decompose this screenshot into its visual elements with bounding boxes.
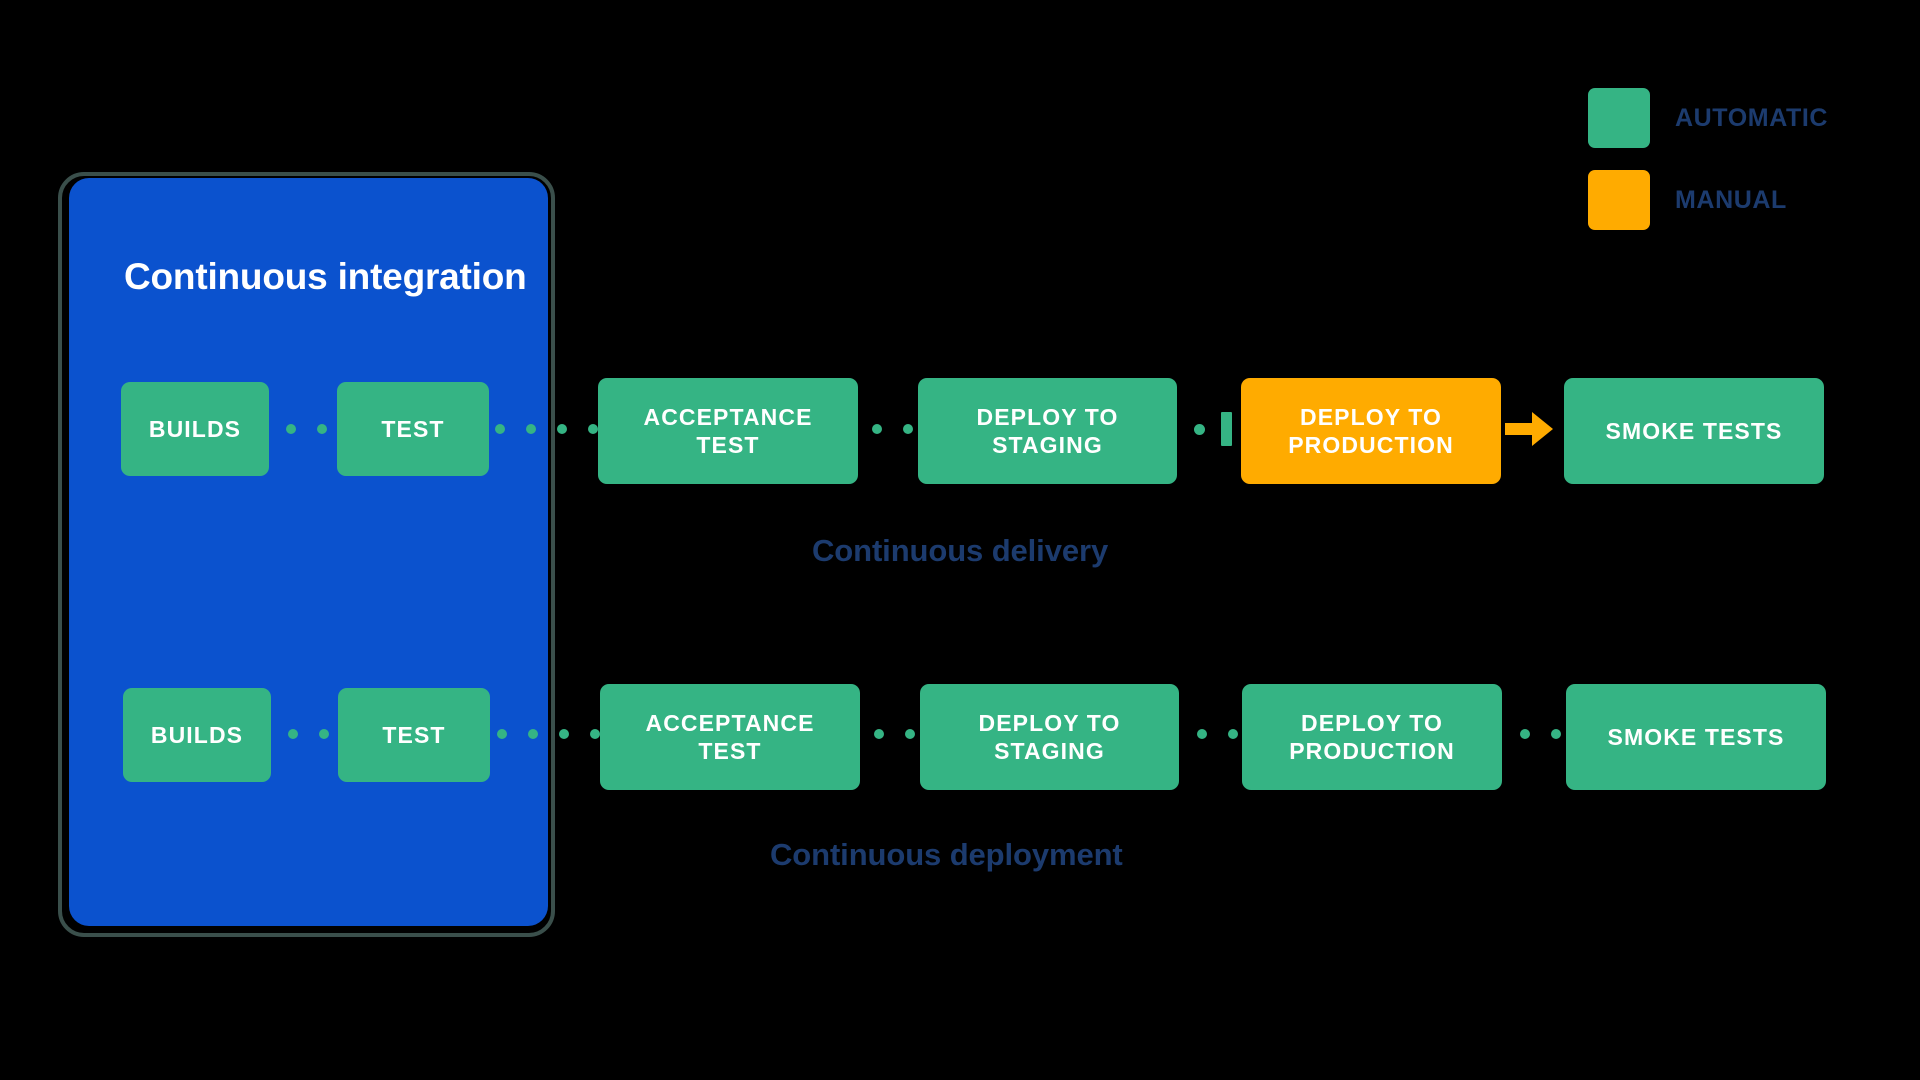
stage-label: ACCEPTANCE TEST [643, 403, 813, 458]
ci-panel-outline [58, 172, 555, 937]
legend-label-automatic: AUTOMATIC [1675, 103, 1829, 132]
stage-deploy-to-staging-row1[interactable]: DEPLOY TO STAGING [918, 378, 1177, 484]
dot [1551, 729, 1561, 739]
legend: AUTOMATIC MANUAL [1588, 88, 1828, 230]
dot [288, 729, 298, 739]
stage-deploy-to-production-row2[interactable]: DEPLOY TO PRODUCTION [1242, 684, 1502, 790]
dot [905, 729, 915, 739]
stage-deploy-to-production-row1[interactable]: DEPLOY TO PRODUCTION [1241, 378, 1501, 484]
stage-test-row1[interactable]: TEST [337, 382, 489, 476]
stage-label: BUILDS [150, 721, 244, 748]
automatic-swatch-icon [1588, 88, 1650, 148]
dot [874, 729, 884, 739]
stage-label: DEPLOY TO PRODUCTION [1289, 709, 1455, 764]
continuous-integration-panel [69, 178, 548, 926]
stage-label: DEPLOY TO PRODUCTION [1288, 403, 1454, 458]
dot [588, 424, 598, 434]
stage-label: SMOKE TESTS [1607, 723, 1785, 750]
stage-builds-row1[interactable]: BUILDS [121, 382, 269, 476]
dot [286, 424, 296, 434]
stage-label: DEPLOY TO STAGING [978, 709, 1121, 764]
stage-builds-row2[interactable]: BUILDS [123, 688, 271, 782]
dot [590, 729, 600, 739]
dot [1197, 729, 1207, 739]
legend-label-manual: MANUAL [1675, 185, 1787, 214]
dot [319, 729, 329, 739]
dot [1520, 729, 1530, 739]
dot [528, 729, 538, 739]
stage-acceptance-test-row2[interactable]: ACCEPTANCE TEST [600, 684, 860, 790]
manual-swatch-icon [1588, 170, 1650, 230]
ci-panel-title: Continuous integration [124, 256, 527, 297]
gate-dot-icon [1194, 423, 1205, 435]
caption-continuous-delivery: Continuous delivery [812, 533, 1109, 568]
legend-item-automatic: AUTOMATIC [1588, 88, 1828, 148]
stage-smoke-tests-row2[interactable]: SMOKE TESTS [1566, 684, 1826, 790]
stage-label: TEST [382, 721, 446, 748]
stage-test-row2[interactable]: TEST [338, 688, 490, 782]
right-arrow-icon [1505, 412, 1553, 446]
dot [903, 424, 913, 434]
dot [1228, 729, 1238, 739]
dot [526, 424, 536, 434]
gate-bar-icon [1221, 412, 1232, 446]
stage-acceptance-test-row1[interactable]: ACCEPTANCE TEST [598, 378, 858, 484]
dot [317, 424, 327, 434]
stage-label: SMOKE TESTS [1605, 417, 1783, 444]
stage-label: TEST [381, 415, 445, 442]
caption-continuous-deployment: Continuous deployment [770, 837, 1123, 872]
legend-item-manual: MANUAL [1588, 170, 1828, 230]
stage-smoke-tests-row1[interactable]: SMOKE TESTS [1564, 378, 1824, 484]
dot [495, 424, 505, 434]
stage-label: BUILDS [148, 415, 242, 442]
dot [872, 424, 882, 434]
arrow-production-to-smoke-row1 [1505, 412, 1553, 446]
dot [559, 729, 569, 739]
dot [557, 424, 567, 434]
stage-deploy-to-staging-row2[interactable]: DEPLOY TO STAGING [920, 684, 1179, 790]
stage-label: DEPLOY TO STAGING [976, 403, 1119, 458]
stage-label: ACCEPTANCE TEST [645, 709, 815, 764]
manual-gate-marker-row1 [1194, 412, 1232, 446]
dot [497, 729, 507, 739]
